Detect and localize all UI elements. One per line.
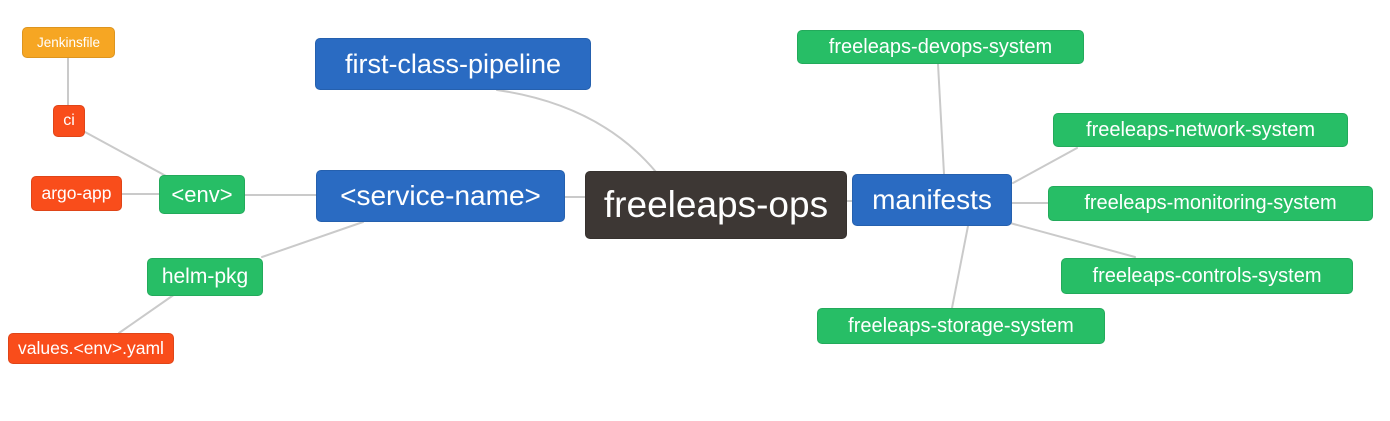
- node-label: freeleaps-storage-system: [848, 314, 1074, 337]
- node-argo-app[interactable]: argo-app: [31, 176, 122, 211]
- node-helm-pkg[interactable]: helm-pkg: [147, 258, 263, 296]
- edge-ci-env: [84, 131, 167, 177]
- node-manifests[interactable]: manifests: [852, 174, 1012, 226]
- node-service-name[interactable]: <service-name>: [316, 170, 565, 222]
- node-label: freeleaps-network-system: [1086, 118, 1315, 141]
- node-label: ci: [63, 112, 75, 129]
- node-label: Jenkinsfile: [36, 35, 101, 50]
- edge-manifests-network-system: [1012, 147, 1078, 184]
- node-label: <service-name>: [340, 180, 541, 211]
- node-jenkinsfile[interactable]: Jenkinsfile: [22, 27, 115, 58]
- node-label: freeleaps-controls-system: [1092, 264, 1322, 287]
- node-label: argo-app: [41, 183, 112, 203]
- node-label: freeleaps-ops: [603, 184, 829, 225]
- edge-values-env-yaml-helm-pkg: [118, 293, 176, 334]
- node-first-class-pipeline[interactable]: first-class-pipeline: [315, 38, 591, 90]
- edge-manifests-controls-system: [1009, 222, 1136, 258]
- node-label: <env>: [171, 181, 233, 207]
- node-monitoring-system[interactable]: freeleaps-monitoring-system: [1048, 186, 1373, 221]
- node-ci[interactable]: ci: [53, 105, 85, 137]
- node-network-system[interactable]: freeleaps-network-system: [1053, 113, 1348, 147]
- node-label: freeleaps-devops-system: [828, 35, 1053, 58]
- node-env[interactable]: <env>: [159, 175, 245, 214]
- node-label: helm-pkg: [161, 265, 249, 288]
- node-freeleaps-ops[interactable]: freeleaps-ops: [585, 171, 847, 239]
- edge-manifests-storage-system: [951, 225, 969, 309]
- node-storage-system[interactable]: freeleaps-storage-system: [817, 308, 1105, 344]
- node-devops-system[interactable]: freeleaps-devops-system: [797, 30, 1084, 64]
- node-controls-system[interactable]: freeleaps-controls-system: [1061, 258, 1353, 294]
- node-label: first-class-pipeline: [344, 48, 562, 79]
- node-label: freeleaps-monitoring-system: [1084, 192, 1337, 214]
- edge-helm-pkg-service-name: [261, 221, 364, 258]
- node-label: manifests: [872, 184, 992, 215]
- edge-first-class-pipeline-freeleaps-ops: [496, 89, 657, 173]
- node-label: values.<env>.yaml: [18, 338, 164, 358]
- node-values-env-yaml[interactable]: values.<env>.yaml: [8, 333, 174, 364]
- edge-manifests-devops-system: [937, 63, 945, 175]
